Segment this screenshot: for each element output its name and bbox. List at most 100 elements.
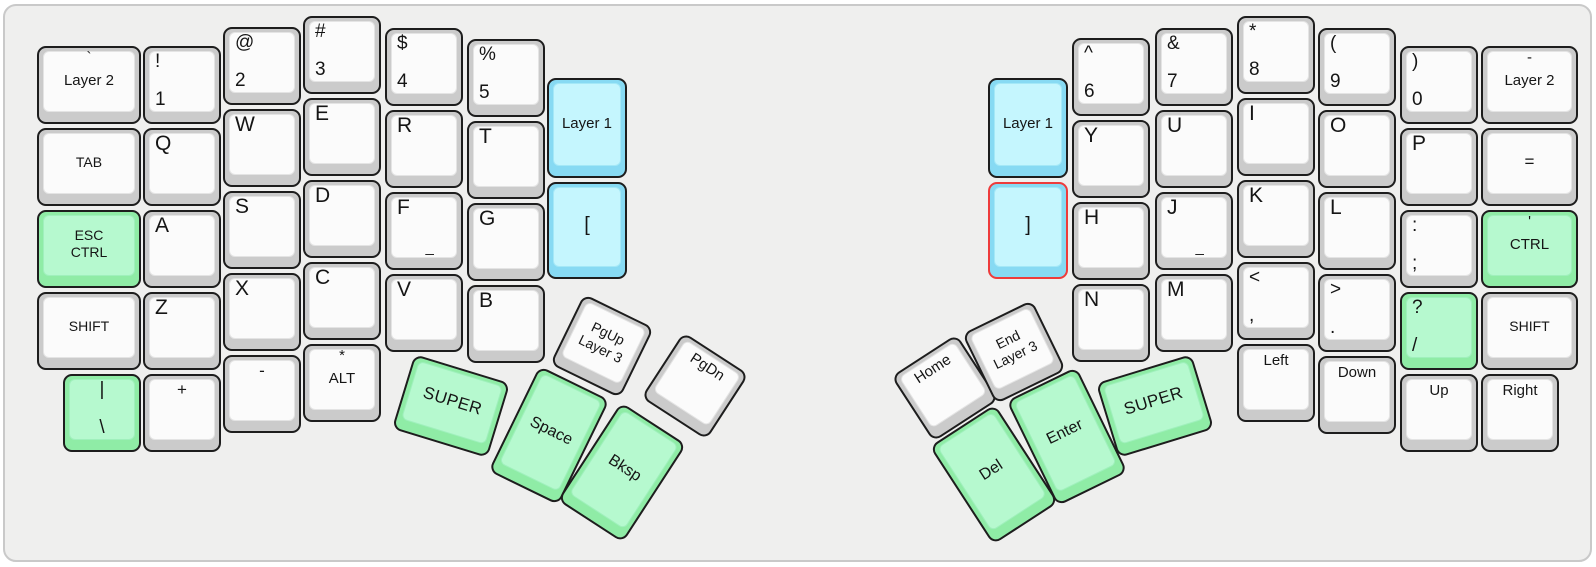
keycap-surface (1406, 297, 1472, 358)
key-label: 5 (479, 82, 490, 103)
key-h[interactable]: H (1072, 202, 1150, 280)
key-pipe-backslash[interactable]: |\ (63, 374, 141, 452)
key-caret-6[interactable]: ^6 (1072, 38, 1150, 116)
key-y[interactable]: Y (1072, 120, 1150, 198)
key-i[interactable]: I (1237, 98, 1315, 176)
key-label: ALT (328, 369, 356, 387)
key-label: Layer 2 (1504, 71, 1555, 89)
keycap-surface (149, 379, 215, 440)
key-quote-ctrl[interactable]: 'CTRL (1481, 210, 1578, 288)
key-label: # (315, 21, 326, 42)
key-c[interactable]: C (303, 262, 381, 340)
key-label: Right (1502, 382, 1538, 399)
keycap-surface (1078, 43, 1144, 104)
keycap-surface (391, 33, 457, 94)
key-label: - (259, 361, 265, 380)
key-layer1-right[interactable]: Layer 1 (988, 78, 1068, 178)
key-e[interactable]: E (303, 98, 381, 176)
key-exclam-1[interactable]: !1 (143, 46, 221, 124)
key-label: ? (1412, 297, 1423, 318)
key-q[interactable]: Q (143, 128, 221, 206)
key-super-left[interactable]: SUPER (391, 354, 511, 458)
key-lt-comma[interactable]: <, (1237, 262, 1315, 340)
key-star-8[interactable]: *8 (1237, 16, 1315, 94)
key-layer2-left[interactable]: `Layer 2 (37, 46, 141, 124)
key-up-key[interactable]: Up (1400, 374, 1478, 452)
keycap-surface (69, 379, 135, 440)
key-o[interactable]: O (1318, 110, 1396, 188)
key-x[interactable]: X (223, 273, 301, 351)
key-d[interactable]: D (303, 180, 381, 258)
keycap-surface (652, 339, 742, 427)
key-layer1-left[interactable]: Layer 1 (547, 78, 627, 178)
key-a[interactable]: A (143, 210, 221, 288)
key-down-key[interactable]: Down (1318, 356, 1396, 434)
key-lparen-9[interactable]: (9 (1318, 28, 1396, 106)
key-label: ) (1412, 51, 1419, 72)
key-minus-left[interactable]: - (223, 355, 301, 433)
key-label: B (479, 289, 494, 312)
key-label: K (1249, 184, 1264, 207)
key-p[interactable]: P (1400, 128, 1478, 206)
keycap-surface (1078, 125, 1144, 186)
keycap-surface (391, 115, 457, 176)
key-hash-3[interactable]: #3 (303, 16, 381, 94)
key-amp-7[interactable]: &7 (1155, 28, 1233, 106)
keycap-surface (1161, 279, 1227, 340)
key-k[interactable]: K (1237, 180, 1315, 258)
key-label: Home (911, 351, 955, 388)
key-r[interactable]: R (385, 110, 463, 188)
key-label: + (177, 380, 187, 399)
key-l[interactable]: L (1318, 192, 1396, 270)
key-n[interactable]: N (1072, 284, 1150, 362)
key-s[interactable]: S (223, 191, 301, 269)
key-left-key[interactable]: Left (1237, 344, 1315, 422)
key-gt-period[interactable]: >. (1318, 274, 1396, 352)
keycap-surface (1102, 360, 1205, 445)
key-f[interactable]: F_ (385, 192, 463, 270)
key-dollar-4[interactable]: $4 (385, 28, 463, 106)
key-label: ' (1528, 213, 1531, 230)
key-j[interactable]: J_ (1155, 192, 1233, 270)
key-label: H (1084, 206, 1100, 229)
key-plus[interactable]: + (143, 374, 221, 452)
key-equals[interactable]: = (1481, 128, 1578, 206)
key-v[interactable]: V (385, 274, 463, 352)
key-w[interactable]: W (223, 109, 301, 187)
key-z[interactable]: Z (143, 292, 221, 370)
key-b[interactable]: B (467, 285, 545, 363)
key-layer2-right[interactable]: -Layer 2 (1481, 46, 1578, 124)
key-u[interactable]: U (1155, 110, 1233, 188)
key-label: G (479, 207, 496, 230)
key-label: Z (155, 296, 168, 319)
key-question-slash[interactable]: ?/ (1400, 292, 1478, 370)
keycap-surface (994, 187, 1062, 267)
key-shift-right[interactable]: SHIFT (1481, 292, 1578, 370)
key-pgdn[interactable]: PgDn (641, 332, 749, 440)
key-colon-semicolon[interactable]: :; (1400, 210, 1478, 288)
key-label: A (155, 214, 170, 237)
key-label: | (99, 379, 105, 400)
key-shift-left[interactable]: SHIFT (37, 292, 141, 370)
key-right-key[interactable]: Right (1481, 374, 1559, 452)
key-right-bracket[interactable]: ] (988, 182, 1068, 279)
key-super-right[interactable]: SUPER (1095, 354, 1215, 458)
key-label: SUPER (420, 382, 485, 419)
key-rparen-0[interactable]: )0 (1400, 46, 1478, 124)
key-label: 4 (397, 71, 408, 92)
key-label: \ (99, 417, 105, 438)
key-t[interactable]: T (467, 121, 545, 199)
key-left-bracket[interactable]: [ (547, 182, 627, 279)
key-g[interactable]: G (467, 203, 545, 281)
key-label: I (1249, 102, 1255, 125)
key-tab[interactable]: TAB (37, 128, 141, 206)
key-m[interactable]: M (1155, 274, 1233, 352)
key-label: $ (397, 33, 408, 54)
keycap-surface (473, 290, 539, 351)
key-star-alt[interactable]: *ALT (303, 344, 381, 422)
key-percent-5[interactable]: %5 (467, 39, 545, 117)
keycap-surface (1324, 33, 1390, 94)
key-at-2[interactable]: @2 (223, 27, 301, 105)
